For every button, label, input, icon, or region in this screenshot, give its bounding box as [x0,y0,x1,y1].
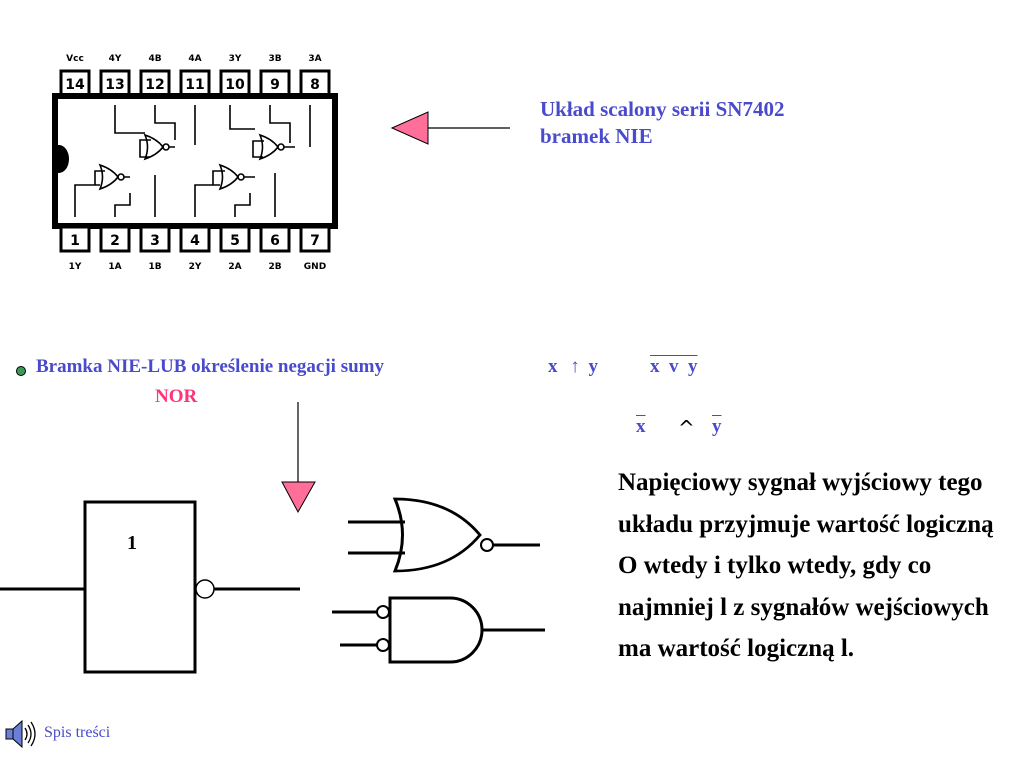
pin-number: 2 [110,233,120,249]
pin-number: 3 [150,233,160,249]
speaker-icon[interactable] [2,718,38,750]
pin-number: 11 [185,77,204,93]
pin-number: 8 [310,77,320,93]
pin-bottom-6: 6 [259,225,291,253]
pin-top-12: 12 [139,69,171,97]
pin-top-14: 14 [59,69,91,97]
pin-number: 9 [270,77,280,93]
pin-bottom-4: 4 [179,225,211,253]
pin-label-top: 4B [148,54,161,64]
formula-neg-x: x [636,416,646,437]
pin-label-top: 3A [308,54,321,64]
pin-number: 6 [270,233,280,249]
pin-number: 1 [70,233,80,249]
ic-chip-notch [55,145,69,173]
pin-label-bottom: 2B [268,262,281,272]
chip-caption-line1: Układ scalony serii SN7402 [540,97,785,121]
pin-number: 4 [190,233,200,249]
table-of-contents-link[interactable]: Spis treści [44,724,111,741]
pin-label-bottom: 2A [228,262,241,272]
pin-label-bottom: 1Y [69,262,82,272]
pin-bottom-3: 3 [139,225,171,253]
and-gate-inverted-inputs-symbol [332,596,545,664]
nor-gate-title: Bramka NIE-LUB określenie negacji sumy [36,356,384,377]
formula-y: y [588,356,599,377]
pin-bottom-5: 5 [219,225,251,253]
arrow-to-chip [390,111,510,145]
pin-top-10: 10 [219,69,251,97]
pin-label-bottom: 2Y [189,262,202,272]
bullet-icon [16,366,26,376]
pin-label-bottom: 1A [108,262,121,272]
pin-label-bottom: 1B [148,262,161,272]
pin-top-8: 8 [299,69,331,97]
pin-number: 12 [145,77,164,93]
pin-label-bottom: GND [304,262,326,272]
pin-bottom-7: 7 [299,225,331,253]
pin-top-11: 11 [179,69,211,97]
pin-number: 10 [225,77,245,93]
formula-arrow-symbol: ↑ [570,356,580,377]
pin-number: 7 [310,233,320,249]
pin-top-13: 13 [99,69,131,97]
nor-gate-ansi-symbol [348,497,540,573]
chip-caption-line2: bramek NIE [540,124,653,148]
formula-x: x [548,356,558,377]
pin-number: 5 [230,233,240,249]
pin-label-top: 4Y [109,54,122,64]
gate-symbol-label: 1 [127,532,137,554]
formula-neg-y: y [712,416,722,437]
nor-label: NOR [155,386,198,407]
pin-label-top: 3Y [229,54,242,64]
pin-number: 14 [65,77,85,93]
formula-neg-sum: x v y [650,356,698,377]
nor-description: Napięciowy sygnał wyjściowy tego układu … [618,469,994,662]
formula-arrow: x ↑ y [548,356,598,378]
chip-caption: Układ scalony serii SN7402 bramek NIE [540,96,784,150]
arrow-down [281,402,316,514]
pin-label-top: Vᴄᴄ [66,54,84,64]
nor-gate-iec-symbol [0,500,300,674]
pin-number: 13 [105,77,124,93]
pin-label-top: 4A [188,54,201,64]
pin-top-9: 9 [259,69,291,97]
pin-label-top: 3B [268,54,281,64]
pin-bottom-2: 2 [99,225,131,253]
pin-bottom-1: 1 [59,225,91,253]
formula-and-symbol: ^ [678,416,695,440]
